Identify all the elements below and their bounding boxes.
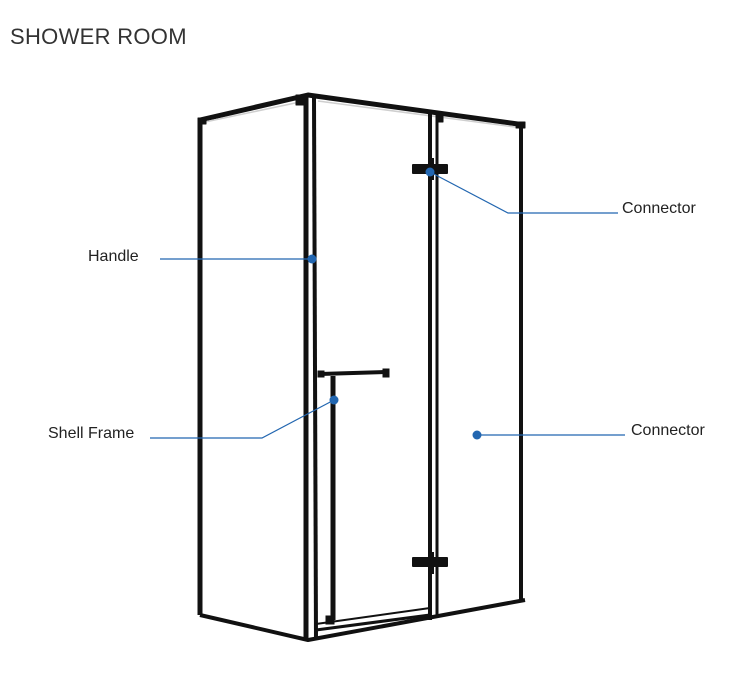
hinge-bottom bbox=[412, 552, 448, 574]
callout-label-handle: Handle bbox=[88, 248, 139, 265]
connector-top-dot bbox=[425, 167, 435, 177]
connector-panel-dot bbox=[472, 430, 482, 440]
callout-lines bbox=[150, 171, 625, 439]
shell-frame-leader bbox=[150, 399, 335, 439]
callout-label-connector-top: Connector bbox=[622, 200, 696, 217]
top-rail bbox=[199, 92, 526, 128]
handle-dot bbox=[307, 254, 317, 264]
callout-label-connector-panel: Connector bbox=[631, 422, 705, 439]
callout-dots bbox=[307, 167, 482, 440]
callout-label-shell-frame: Shell Frame bbox=[48, 425, 135, 442]
shell-frame-dot bbox=[329, 395, 339, 405]
connector-top-leader bbox=[429, 171, 618, 214]
page-title: SHOWER ROOM bbox=[10, 24, 187, 49]
bottom-rail bbox=[199, 598, 526, 642]
enclosure-frame bbox=[197, 92, 526, 642]
towel-bar bbox=[317, 368, 390, 625]
